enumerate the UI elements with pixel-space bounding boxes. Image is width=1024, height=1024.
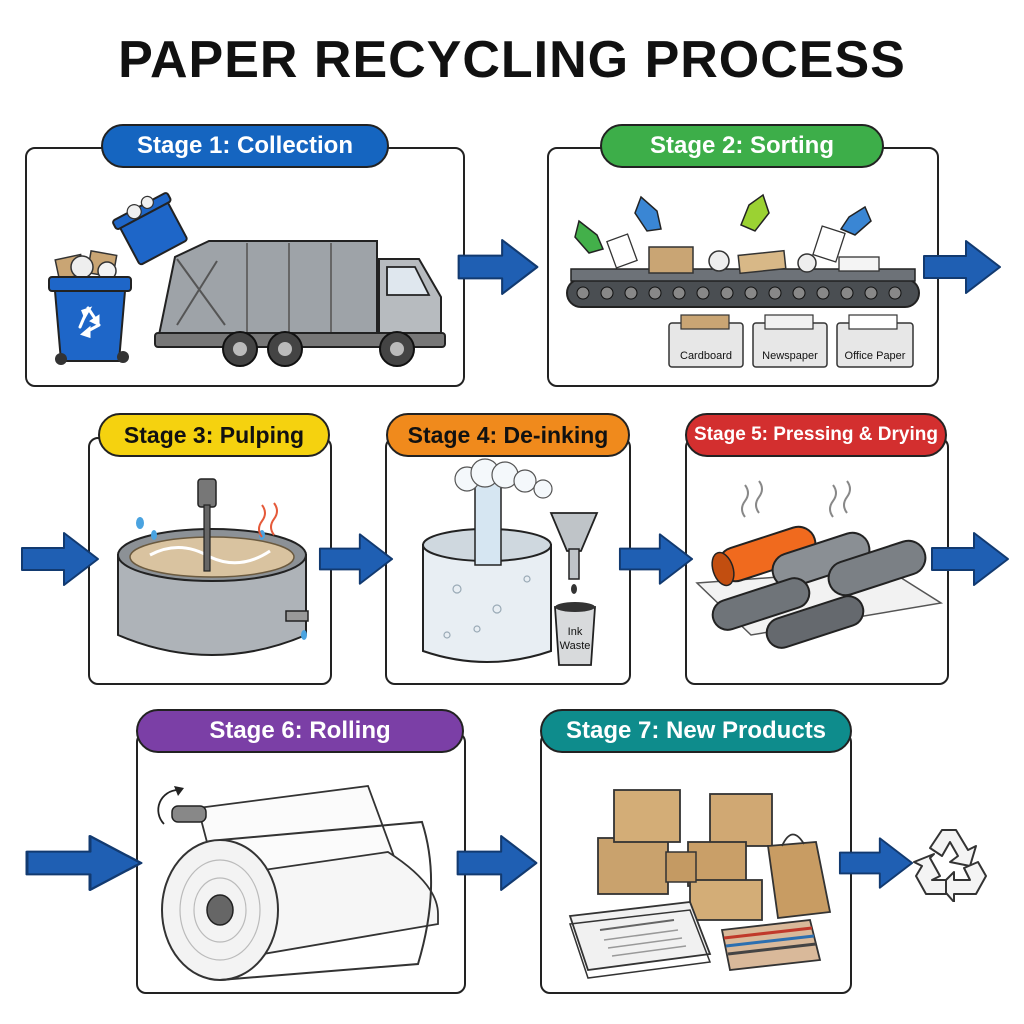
paper-roll-icon bbox=[157, 785, 439, 981]
stage-6-label: Stage 6: Rolling bbox=[136, 709, 464, 753]
recycle-icon bbox=[78, 306, 101, 339]
notebook-stack-icon bbox=[720, 919, 822, 971]
ink-waste-label-line2: Waste bbox=[560, 640, 591, 652]
stage-7-panel bbox=[540, 732, 852, 994]
recycle-icon bbox=[913, 829, 987, 902]
arrow-right-icon bbox=[318, 530, 394, 588]
arrow-right-icon bbox=[618, 530, 694, 588]
stage-1-panel bbox=[25, 147, 465, 387]
arrow-right-icon bbox=[930, 530, 1010, 588]
stage-1-label: Stage 1: Collection bbox=[101, 124, 389, 168]
stage-5-label: Stage 5: Pressing & Drying bbox=[685, 413, 947, 457]
stage-3-panel bbox=[88, 437, 332, 685]
sorting-bin-newspaper bbox=[752, 314, 828, 368]
arrow-right-icon bbox=[922, 238, 1002, 296]
arrow-right-icon bbox=[450, 834, 544, 892]
ink-waste-bucket-icon: Ink Waste bbox=[554, 602, 596, 666]
stage-5-panel bbox=[685, 437, 949, 685]
sorting-illustration: Cardboard Newspaper Office Paper bbox=[566, 193, 920, 368]
de-inking-tank-icon bbox=[422, 458, 553, 663]
new-products-illustration bbox=[568, 789, 832, 979]
cardboard-boxes-icon bbox=[597, 789, 773, 921]
pulping-vat-icon bbox=[117, 528, 309, 656]
arrow-right-icon bbox=[24, 834, 144, 892]
arrow-right-icon bbox=[20, 530, 100, 588]
funnel-icon bbox=[549, 512, 599, 594]
stage-4-panel: Ink Waste bbox=[385, 437, 631, 685]
mixer-shaft-icon bbox=[197, 478, 217, 572]
arrow-right-icon bbox=[838, 834, 914, 892]
sorting-bin-cardboard bbox=[668, 314, 744, 368]
gloved-hand-icon bbox=[574, 193, 872, 254]
stage-2-label: Stage 2: Sorting bbox=[600, 124, 884, 168]
stage-3-label: Stage 3: Pulping bbox=[98, 413, 330, 457]
recycling-bin-icon bbox=[48, 276, 132, 365]
de-inking-illustration: Ink Waste bbox=[422, 458, 599, 666]
pulping-illustration bbox=[117, 478, 309, 656]
collection-illustration bbox=[48, 192, 446, 367]
paper-bag-icon bbox=[766, 833, 832, 919]
stage-6-panel bbox=[136, 732, 466, 994]
stage-2-panel: Cardboard Newspaper Office Paper bbox=[547, 147, 939, 387]
bin-label-office-paper: Office Paper bbox=[845, 350, 906, 362]
sorting-bin-office-paper bbox=[836, 314, 914, 368]
bin-label-cardboard: Cardboard bbox=[680, 350, 732, 362]
newspaper-stack-icon bbox=[568, 901, 712, 979]
tipping-bin-icon bbox=[112, 192, 188, 266]
bin-label-newspaper: Newspaper bbox=[762, 350, 818, 362]
page-title: PAPER RECYCLING PROCESS bbox=[118, 31, 906, 89]
rolling-illustration bbox=[157, 785, 439, 981]
conveyor-belt-icon bbox=[566, 268, 920, 308]
stage-4-label: Stage 4: De-inking bbox=[386, 413, 630, 457]
ink-waste-label-line1: Ink bbox=[568, 626, 583, 638]
press-rollers-icon bbox=[711, 525, 927, 649]
pressing-drying-illustration bbox=[695, 480, 944, 649]
garbage-truck-icon bbox=[154, 240, 446, 367]
paper-pile-icon bbox=[54, 250, 118, 281]
arrow-right-icon bbox=[452, 238, 544, 296]
stage-7-label: Stage 7: New Products bbox=[540, 709, 852, 753]
